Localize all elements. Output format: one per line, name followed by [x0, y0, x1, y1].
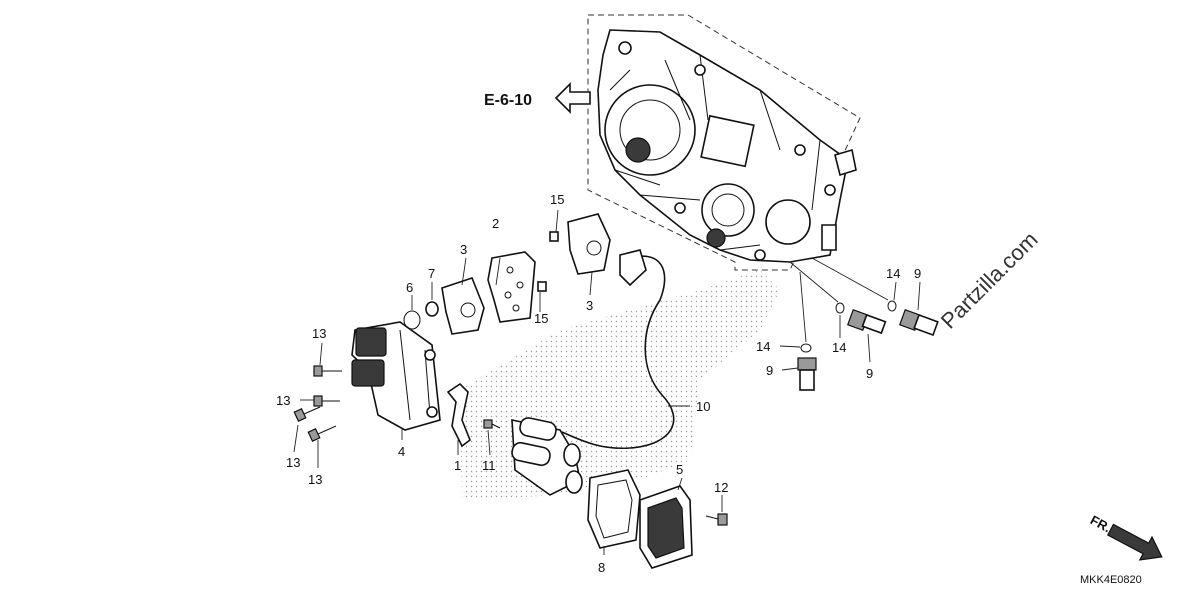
part-15-dowel-top	[549, 231, 559, 242]
callout-10: 10	[696, 399, 710, 414]
part-2-plate	[487, 251, 536, 323]
callout-6: 6	[406, 280, 413, 295]
bolt-13-a	[313, 365, 342, 377]
part-7-collar	[425, 301, 439, 317]
diagram-code: MKK4E0820	[1080, 574, 1142, 586]
callout-2: 2	[492, 216, 499, 231]
part-1-clamp	[446, 382, 471, 448]
callout-11: 11	[482, 458, 496, 473]
part-11-screw	[483, 419, 501, 429]
part-14-washer-c	[887, 300, 897, 312]
part-9-sensor-a	[797, 357, 817, 391]
reference-label: E-6-10	[484, 92, 532, 109]
bolt-13-d	[307, 425, 337, 443]
watermark: Partzilla.com	[936, 227, 1043, 334]
bolt-13-c	[293, 406, 321, 423]
callout-12: 12	[714, 480, 728, 495]
part-15-dowel-bottom	[537, 281, 547, 292]
callout-14-c: 14	[886, 266, 900, 281]
front-arrow-icon	[1106, 523, 1163, 561]
part-14-washer-a	[800, 343, 812, 353]
callout-9-a: 9	[766, 363, 773, 378]
callout-14-b: 14	[832, 340, 846, 355]
callout-4: 4	[398, 444, 405, 459]
callout-15-top: 15	[550, 192, 564, 207]
callout-5: 5	[676, 462, 683, 477]
part-9-sensor-b	[846, 308, 887, 335]
callout-3-left: 3	[460, 242, 467, 257]
front-direction-indicator	[1106, 523, 1163, 561]
part-4-valve-housing	[351, 321, 441, 431]
part-3-gasket-left	[441, 277, 485, 335]
part-10-connector	[619, 249, 647, 287]
callout-15-bottom: 15	[534, 311, 548, 326]
part-3-gasket-right	[567, 213, 611, 275]
part-14-washer-b	[835, 302, 845, 314]
callout-13-b: 13	[276, 393, 290, 408]
reference-arrow	[554, 82, 591, 114]
callout-9-c: 9	[914, 266, 921, 281]
callout-13-a: 13	[312, 326, 326, 341]
part-10-wire	[561, 255, 675, 450]
callout-8: 8	[598, 560, 605, 575]
callout-13-c: 13	[286, 455, 300, 470]
callout-14-a: 14	[756, 339, 770, 354]
callout-1: 1	[454, 458, 461, 473]
bolt-13-b	[313, 395, 340, 407]
callout-13-d: 13	[308, 472, 322, 487]
callout-9-b: 9	[866, 366, 873, 381]
engine-crankcase	[597, 29, 857, 263]
callout-3-right: 3	[586, 298, 593, 313]
engine-outline	[587, 14, 861, 271]
solenoid-valve-assembly	[511, 417, 583, 496]
part-5-cover	[639, 485, 693, 569]
leader-lines	[293, 209, 921, 555]
callout-7: 7	[428, 266, 435, 281]
part-12-bolt	[705, 513, 728, 526]
part-6-o-ring	[403, 310, 421, 330]
part-9-sensor-c	[898, 308, 939, 337]
